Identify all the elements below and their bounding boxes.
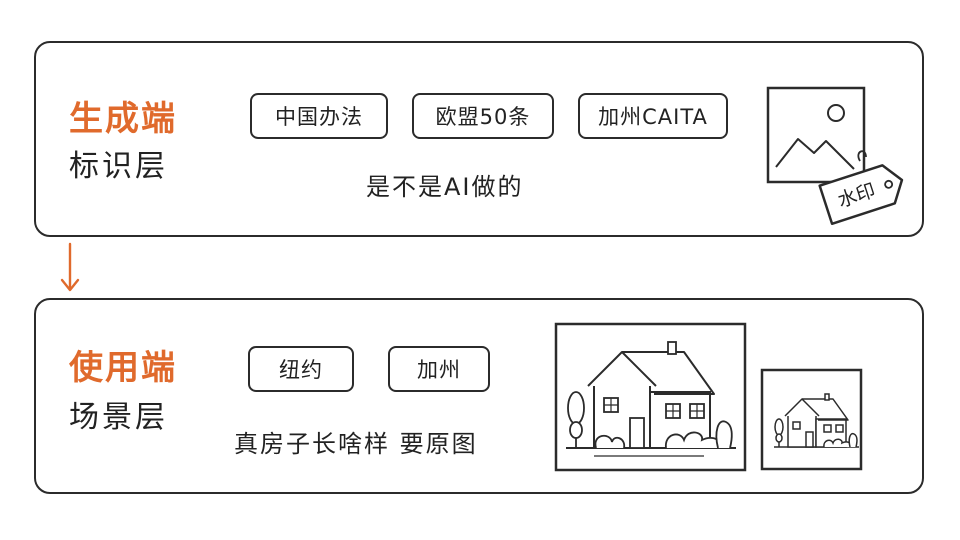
generation-title: 生成端 (69, 99, 177, 139)
tag-new-york: 纽约 (248, 346, 354, 392)
generation-caption: 是不是AI做的 (366, 173, 524, 201)
house-photo-small (760, 368, 863, 471)
generation-panel: 生成端 标识层 中国办法 欧盟50条 加州CAITA 是不是AI做的 水印 (34, 41, 924, 237)
tag-california: 加州 (388, 346, 490, 392)
house-photo-large (554, 322, 747, 472)
generation-subtitle: 标识层 (69, 149, 168, 184)
usage-caption: 真房子长啥样 要原图 (234, 430, 478, 458)
usage-subtitle: 场景层 (69, 400, 168, 435)
tag-california-caita: 加州CAITA (578, 93, 728, 139)
watermarked-image-icon: 水印 (766, 86, 904, 226)
tag-eu-article-50: 欧盟50条 (412, 93, 554, 139)
tag-china-rules: 中国办法 (250, 93, 388, 139)
watermark-tag: 水印 (818, 164, 904, 226)
arrow-down-icon (60, 242, 80, 292)
usage-title: 使用端 (69, 348, 177, 388)
usage-panel: 使用端 场景层 纽约 加州 真房子长啥样 要原图 (34, 298, 924, 494)
